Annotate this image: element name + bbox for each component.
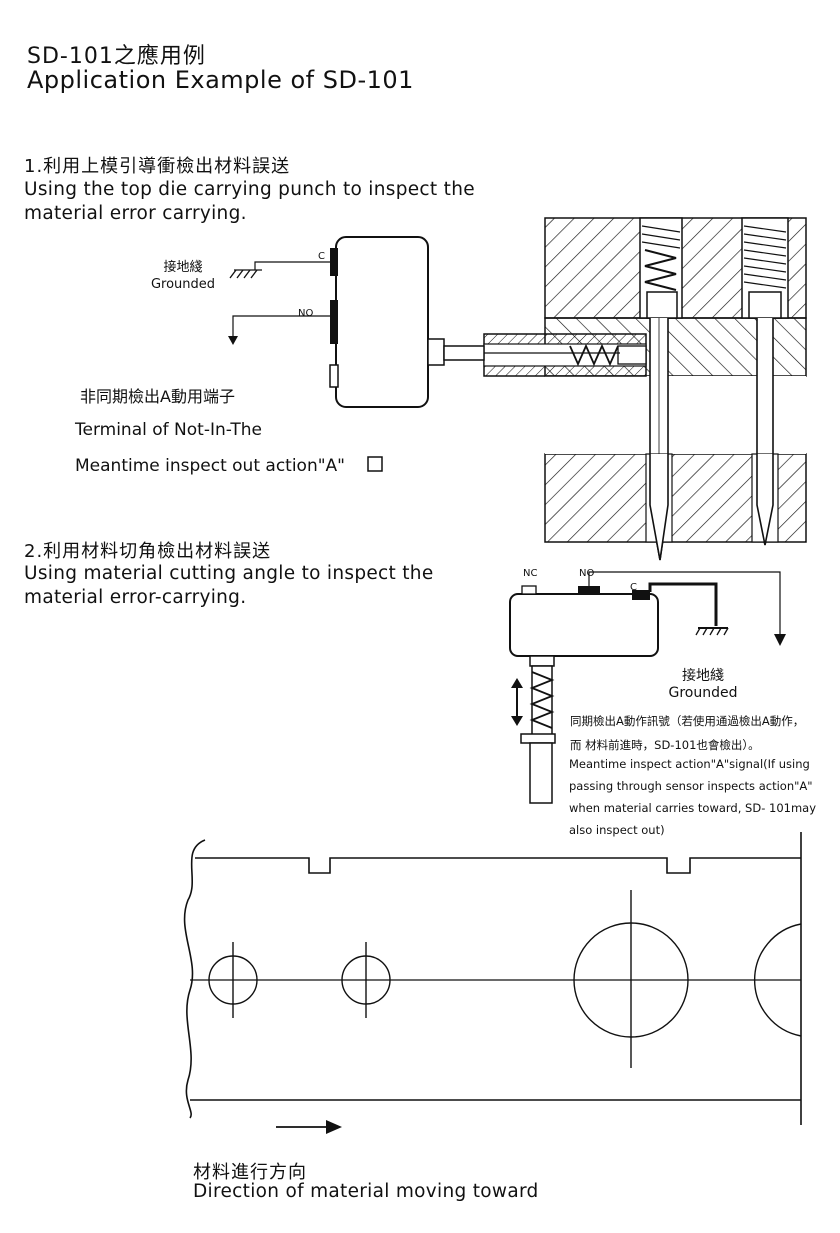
fig1-ground-label-en: Grounded (150, 277, 216, 292)
fig2-note-en-line1: Meantime inspect action"A"signal(If usin… (569, 757, 810, 771)
fig2-note-cn-line1: 同期檢出A動作訊號（若使用通過檢出A動作， (570, 714, 805, 728)
fig1-pin-no-label: NO (298, 308, 314, 319)
ground-symbol-fig1 (229, 269, 262, 279)
fig2-ground-label-en: Grounded (668, 685, 738, 701)
fig1-pin-c-label: C (318, 251, 325, 262)
fig1-terminal-label-cn: 非同期檢出A動用端子 (80, 387, 235, 406)
direction-label-en: Direction of material moving toward (193, 1181, 539, 1202)
ground-symbol-fig2 (695, 627, 729, 636)
section1-desc-line1: Using the top die carrying punch to insp… (24, 179, 475, 200)
fig2-pin-c-label: C (630, 582, 637, 593)
fig2-note-en-line3: when material carries toward, SD- 101may (569, 801, 817, 815)
material-direction-arrow (276, 1120, 342, 1134)
material-strip (183, 832, 802, 1125)
terminal-checkbox-icon (367, 456, 383, 472)
direction-label-cn: 材料進行方向 (193, 1162, 307, 1183)
page-title-en: Application Example of SD-101 (27, 66, 414, 94)
fig1-terminal-label-en1: Terminal of Not-In-The (75, 420, 262, 440)
pilot-hole-2 (341, 942, 391, 1018)
fig2-ground-label-cn: 接地綫 (682, 668, 724, 684)
sensor-sd101-fig1 (329, 236, 620, 408)
output-wire-no-fig2 (588, 571, 781, 636)
page-title-cn: SD-101之應用例 (27, 44, 206, 69)
fig2-note-en-line4: also inspect out) (569, 823, 665, 837)
stroke-direction-arrow (511, 678, 523, 726)
fig1-terminal-label-en2: Meantime inspect out action"A" (75, 456, 345, 476)
fig2-note-en-line2: passing through sensor inspects action"A… (569, 779, 813, 793)
fig2-pin-no-label: NO (579, 568, 595, 579)
section2-title-cn: 2.利用材料切角檢出材料誤送 (24, 541, 272, 562)
fig1-ground-label-cn: 接地綫 (163, 260, 203, 275)
fig2-pin-nc-label: NC (523, 568, 538, 579)
output-wire-no-fig1 (232, 315, 330, 338)
section2-desc-line1: Using material cutting angle to inspect … (24, 563, 434, 584)
section1-desc-line2: material error carrying. (24, 203, 247, 224)
punched-hole-partial (753, 923, 802, 1037)
section2-desc-line2: material error-carrying. (24, 587, 247, 608)
sensor-sd101-fig2 (509, 585, 659, 804)
pilot-hole-1 (208, 942, 258, 1018)
section1-title-cn: 1.利用上模引導衝檢出材料誤送 (24, 156, 291, 177)
punched-hole-large (573, 890, 689, 1068)
fig2-note-cn-line2: 而 材料前進時，SD-101也會檢出）。 (570, 738, 760, 752)
